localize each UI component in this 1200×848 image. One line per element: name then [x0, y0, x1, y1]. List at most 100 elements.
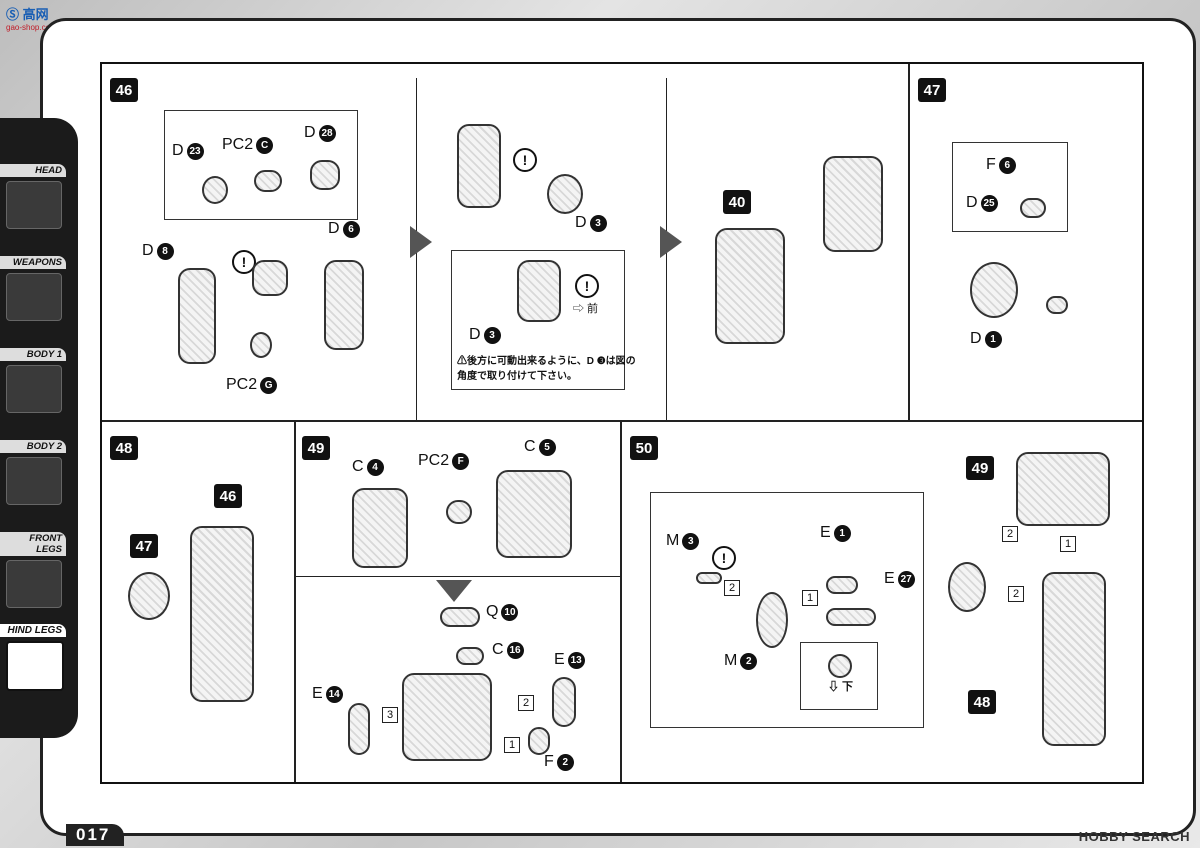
next-arrow-icon	[436, 580, 472, 602]
wheel-part	[970, 262, 1018, 318]
hind-leg-assembly	[190, 526, 254, 702]
nav-item-body2[interactable]: BODY 2	[0, 440, 66, 505]
step-badge: 47	[130, 534, 158, 558]
part-shape	[254, 170, 282, 192]
nav-item-weapons[interactable]: WEAPONS	[0, 256, 66, 321]
step-badge: 46	[110, 78, 138, 102]
step-badge: 49	[966, 456, 994, 480]
leg-joint-part	[823, 156, 883, 252]
leg-frame-part	[324, 260, 364, 350]
part-shape	[440, 607, 480, 627]
col-divider	[620, 422, 622, 782]
part-shape	[250, 332, 272, 358]
step-badge: 50	[630, 436, 658, 460]
row-divider	[102, 420, 1142, 422]
part-shape	[310, 160, 340, 190]
page-number: 017	[66, 824, 125, 846]
leg-joint-part	[457, 124, 501, 208]
caution-icon: !	[712, 546, 736, 570]
order-number: 2	[1008, 586, 1024, 602]
body-half-part	[352, 488, 408, 568]
part-shape	[826, 576, 858, 594]
order-number: 2	[724, 580, 740, 596]
row-divider	[296, 576, 620, 577]
weapons-thumbnail-icon	[6, 273, 62, 321]
wheel-part	[948, 562, 986, 612]
part-shape	[1020, 198, 1046, 218]
step-46c-panel: 40	[667, 64, 908, 420]
direction-label: ⇨ 前	[573, 303, 599, 315]
part-shape	[517, 260, 561, 322]
nav-item-front-legs[interactable]: FRONT LEGS	[0, 532, 66, 608]
site-watermark: Ⓢ 高网 gao-shop.com	[6, 7, 57, 32]
caution-icon: !	[513, 148, 537, 172]
order-number: 1	[504, 737, 520, 753]
part-shape	[828, 654, 852, 678]
wheel-part	[128, 572, 170, 620]
front-legs-thumbnail-icon	[6, 560, 62, 608]
part-shape	[348, 703, 370, 755]
body-assembly	[402, 673, 492, 761]
part-shape	[202, 176, 228, 204]
next-arrow-icon	[660, 226, 682, 258]
col-divider	[908, 64, 910, 420]
section-nav: HEAD WEAPONS BODY 1 BODY 2 FRONT LEGS HI…	[0, 118, 78, 738]
part-shape	[552, 677, 576, 727]
step-badge: 47	[918, 78, 946, 102]
caution-note: ⚠後方に可動出来るように、D ❸は図の 角度で取り付けて下さい。	[457, 356, 636, 382]
head-thumbnail-icon	[6, 181, 62, 229]
caution-icon: !	[575, 274, 599, 298]
next-arrow-icon	[410, 226, 432, 258]
hind-legs-thumbnail-icon	[6, 641, 64, 691]
part-shape	[756, 592, 788, 648]
nav-item-hind-legs[interactable]: HIND LEGS	[0, 624, 66, 691]
step-badge: 46	[214, 484, 242, 508]
part-shape	[547, 174, 583, 214]
hind-leg-assembly	[1042, 572, 1106, 746]
leg-joint-part	[178, 268, 216, 364]
part-shape	[826, 608, 876, 626]
col-divider	[294, 422, 296, 782]
order-number: 1	[802, 590, 818, 606]
part-shape	[456, 647, 484, 665]
body2-thumbnail-icon	[6, 457, 62, 505]
part-shape	[1046, 296, 1068, 314]
order-number: 1	[1060, 536, 1076, 552]
body-assembly	[1016, 452, 1110, 526]
part-shape	[528, 727, 550, 755]
step-badge: 49	[302, 436, 330, 460]
hobby-search-watermark: HOBBY SEARCH	[1078, 829, 1190, 844]
part-shape	[252, 260, 288, 296]
nav-item-head[interactable]: HEAD	[0, 164, 66, 229]
part-shape	[696, 572, 722, 584]
nav-item-body1[interactable]: BODY 1	[0, 348, 66, 413]
step-badge: 48	[968, 690, 996, 714]
